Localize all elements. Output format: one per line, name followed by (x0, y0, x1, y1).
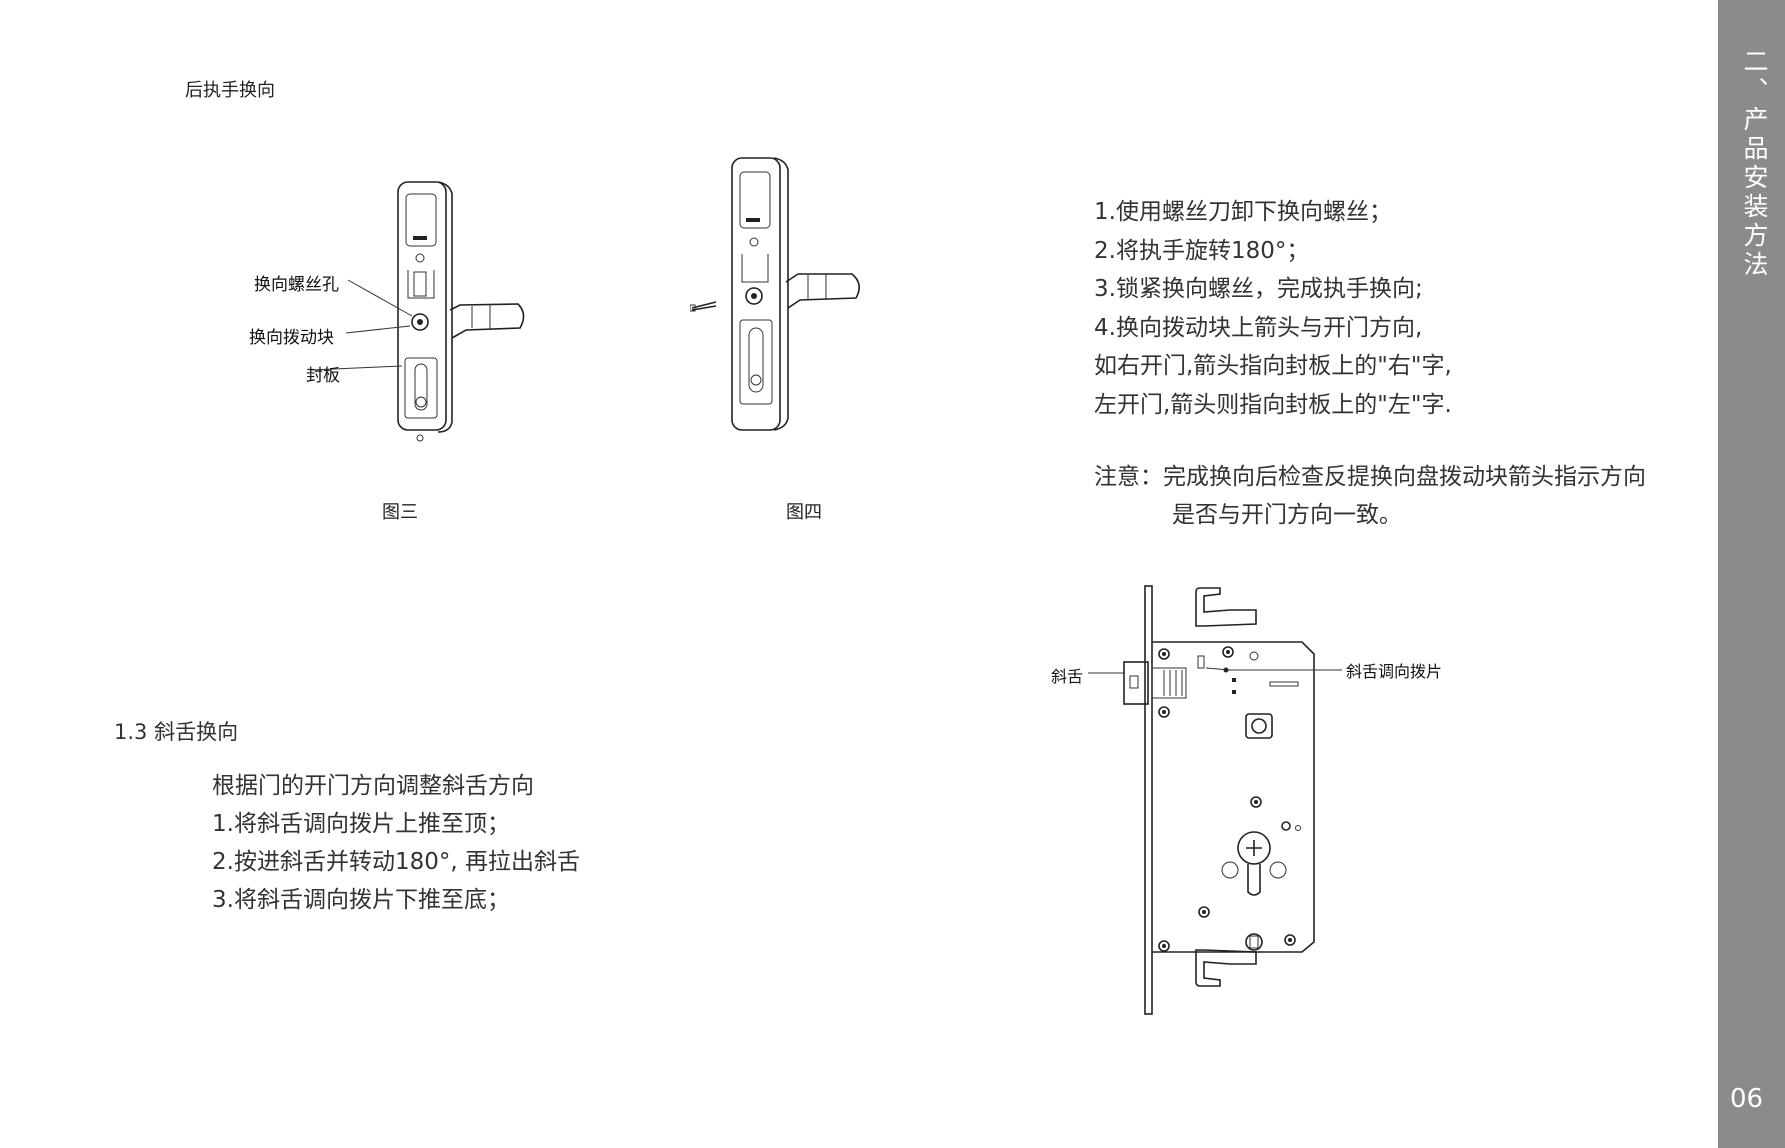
label-cover-plate: 封板 (306, 366, 340, 386)
page-number: 06 (1730, 1084, 1764, 1114)
figure4-caption: 图四 (786, 502, 822, 523)
latch-step: 2.按进斜舌并转动180°, 再拉出斜舌 (212, 849, 580, 875)
note-line2: 是否与开门方向一致。 (1172, 502, 1402, 528)
latch-steps: 根据门的开门方向调整斜舌方向 1.将斜舌调向拨片上推至顶； 2.按进斜舌并转动1… (212, 767, 580, 919)
latch-section-title: 1.3 斜舌换向 (114, 720, 239, 744)
label-latch-lever: 斜舌调向拨片 (1346, 662, 1443, 681)
handle-step: 4.换向拨动块上箭头与开门方向, (1094, 314, 1423, 341)
latch-step: 3.将斜舌调向拨片下推至底； (212, 887, 510, 913)
handle-step: 如右开门,箭头指向封板上的"右"字, (1094, 353, 1452, 379)
sidebar-title: 二、产品安装方法 (1740, 48, 1769, 280)
section-title: 后执手换向 (185, 80, 275, 101)
figure3-caption: 图三 (382, 502, 418, 523)
lock-body-illustration (1088, 585, 1342, 1015)
handle-step: 1.使用螺丝刀卸下换向螺丝； (1094, 199, 1392, 225)
handle-step: 左开门,箭头则指向封板上的"左"字. (1094, 391, 1452, 418)
latch-step: 根据门的开门方向调整斜舌方向 (212, 773, 534, 799)
note-line1: 完成换向后检查反提换向盘拨动块箭头指示方向 (1163, 464, 1646, 490)
figure3-illustration (309, 181, 525, 442)
label-screw-hole: 换向螺丝孔 (254, 275, 339, 295)
sidebar: 二、产品安装方法 06 (1718, 0, 1785, 1148)
figure4-illustration (690, 157, 860, 431)
latch-step: 1.将斜舌调向拨片上推至顶； (212, 811, 510, 837)
handle-step: 2.将执手旋转180°； (1094, 237, 1310, 264)
handle-step: 3.锁紧换向螺丝，完成执手换向; (1094, 276, 1423, 302)
label-latch: 斜舌 (1051, 667, 1084, 686)
note-label: 注意： (1094, 464, 1163, 490)
note: 注意：完成换向后检查反提换向盘拨动块箭头指示方向 是否与开门方向一致。 (1094, 458, 1646, 534)
handle-steps: 1.使用螺丝刀卸下换向螺丝； 2.将执手旋转180°； 3.锁紧换向螺丝，完成执… (1094, 193, 1452, 424)
label-toggle-block: 换向拨动块 (249, 328, 334, 348)
